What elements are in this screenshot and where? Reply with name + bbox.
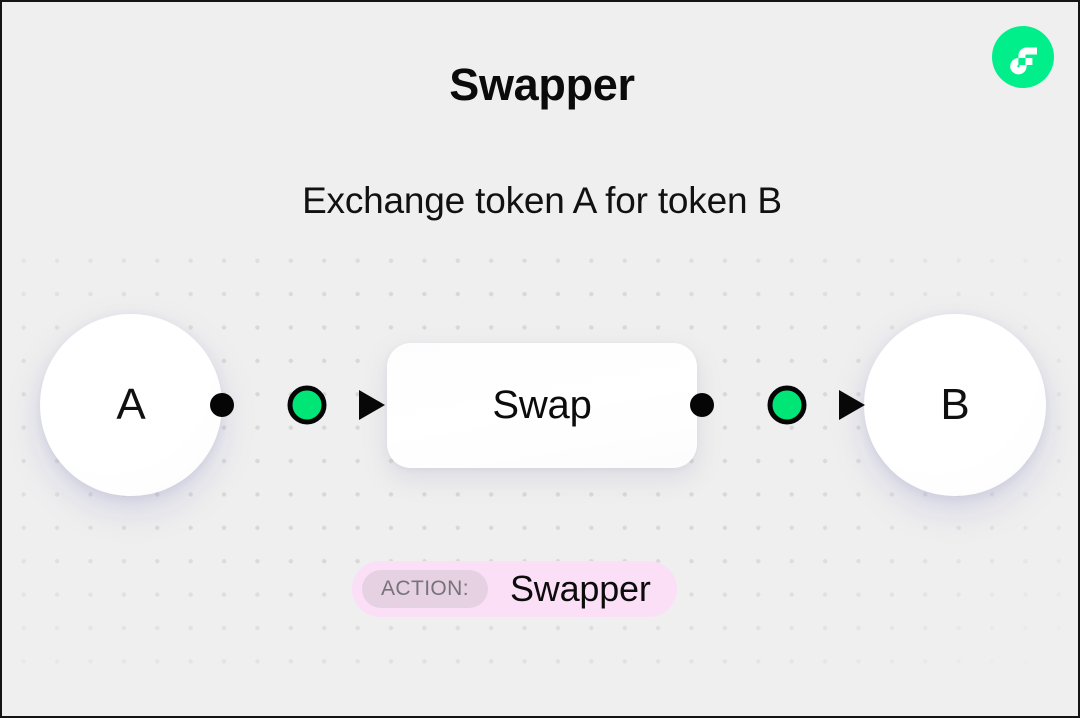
page-title: Swapper <box>449 59 635 110</box>
token-node-a-label: A <box>116 380 146 429</box>
connector-swap-to-b <box>687 380 867 430</box>
token-node-b[interactable]: B <box>864 314 1046 496</box>
connector-arrowhead <box>839 390 865 420</box>
action-badge-tag: ACTION: <box>362 570 488 608</box>
connector-start-dot <box>210 393 234 417</box>
page-subtitle: Exchange token A for token B <box>302 180 782 221</box>
swap-action-card-label: Swap <box>492 383 592 427</box>
connector-a-to-swap <box>207 380 387 430</box>
token-node-b-label: B <box>940 380 970 429</box>
connector-start-dot <box>690 393 714 417</box>
connector-mid-dot <box>287 385 327 425</box>
action-badge-value: Swapper <box>509 568 651 609</box>
action-badge: ACTION: Swapper <box>352 561 677 617</box>
token-node-a[interactable]: A <box>40 314 222 496</box>
connector-mid-dot <box>767 385 807 425</box>
flow-logo-icon <box>992 26 1054 88</box>
swap-action-card[interactable]: Swap <box>387 343 697 468</box>
connector-arrowhead <box>359 390 385 420</box>
